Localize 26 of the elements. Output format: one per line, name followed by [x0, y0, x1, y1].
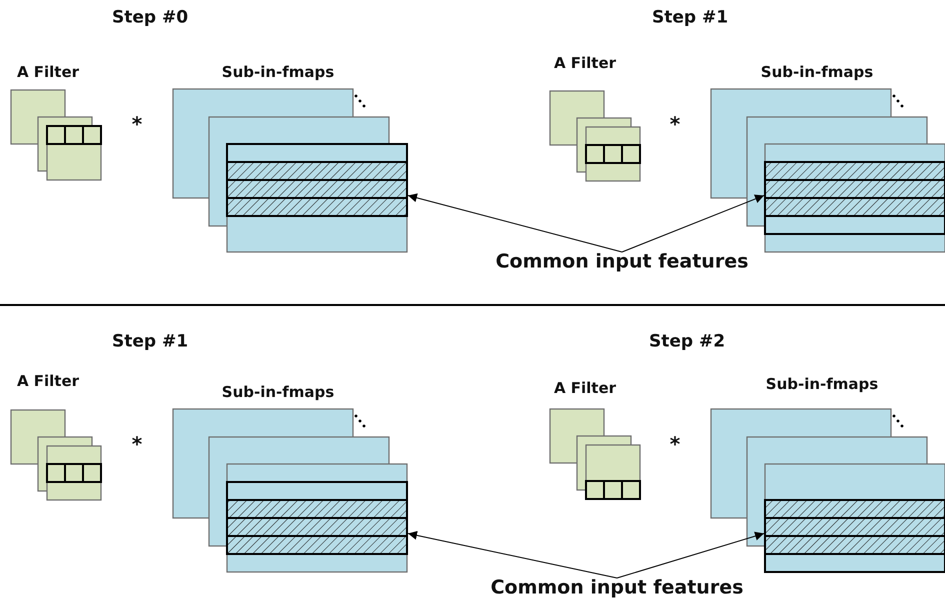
convolution-operator: *	[670, 433, 680, 455]
feature-map-caption: Sub-in-fmaps	[222, 64, 334, 80]
hatched-rows	[226, 499, 408, 555]
filter-caption: A Filter	[16, 64, 80, 80]
step-heading: Step #1	[112, 332, 188, 352]
convolution-operator: *	[132, 433, 142, 455]
feature-map-caption: Sub-in-fmaps	[222, 384, 334, 400]
leader-arrow	[408, 530, 618, 578]
callout-label: Common input features	[496, 252, 748, 272]
convolution-operator: *	[670, 113, 680, 135]
leader-arrow	[622, 194, 764, 252]
step-heading: Step #2	[648, 332, 726, 352]
step-heading: Step #1	[652, 8, 728, 28]
filter-caption: A Filter	[554, 380, 616, 396]
leader-arrow	[616, 532, 764, 578]
filter-caption: A Filter	[16, 372, 80, 390]
feature-map-caption: Sub-in-fmaps	[766, 376, 878, 392]
leader-arrow	[408, 193, 622, 252]
filter-caption: A Filter	[554, 54, 616, 72]
convolution-operator: *	[132, 113, 142, 135]
feature-map-caption: Sub-in-fmaps	[760, 64, 874, 80]
hatched-rows	[226, 161, 408, 217]
hatched-rows	[764, 161, 945, 217]
step-heading: Step #0	[112, 8, 188, 28]
callout-label: Common input features	[490, 578, 744, 598]
hatched-rows	[764, 499, 945, 555]
